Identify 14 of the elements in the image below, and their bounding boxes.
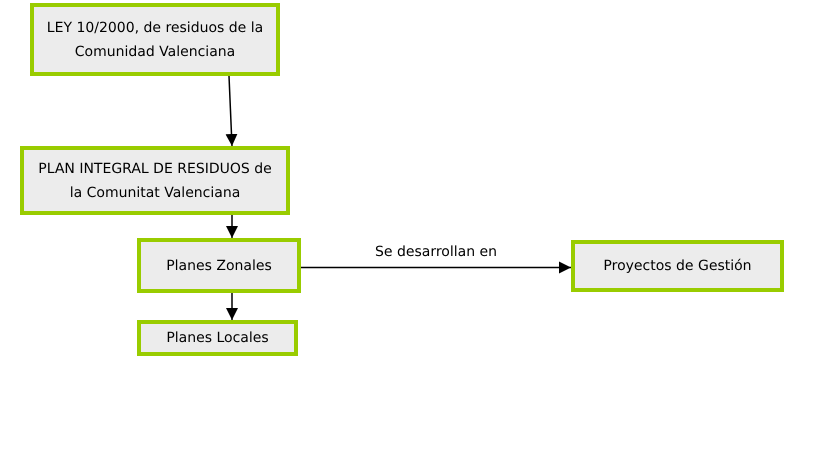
box-text: PLAN INTEGRAL DE RESIDUOS de la Comunitat Valenciana <box>37 160 273 202</box>
process-box <box>20 146 290 215</box>
box-text: Planes Locales <box>166 329 269 348</box>
box-text: Planes Zonales <box>166 256 272 276</box>
box-text: Proyectos de Gestión <box>603 257 752 276</box>
process-box <box>571 240 784 292</box>
arrow <box>226 293 238 320</box>
process-box <box>30 3 280 76</box>
arrow <box>226 76 238 146</box>
arrow <box>226 215 238 238</box>
process-box <box>137 320 298 356</box>
arrow <box>301 262 571 274</box>
process-box <box>137 238 301 293</box>
box-text: LEY 10/2000, de residuos de la Comunidad Valenciana <box>46 18 264 62</box>
